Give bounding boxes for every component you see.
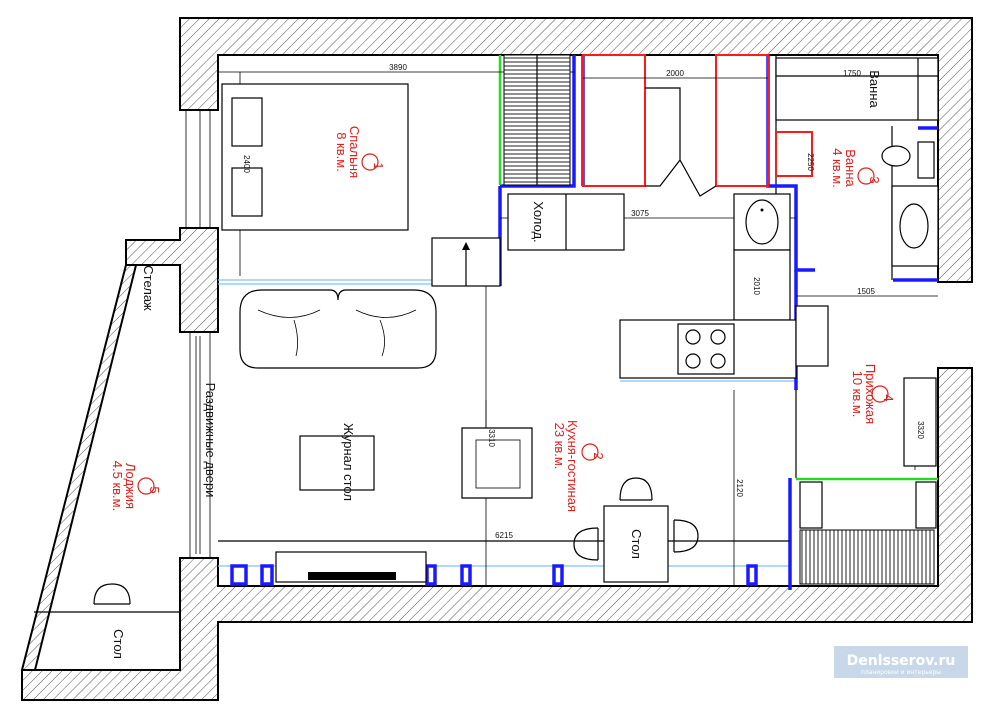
- walls: [20, 17, 973, 701]
- watermark-site: Denlsserov.ru: [847, 653, 956, 669]
- side-counter: [733, 249, 791, 321]
- loggia-name: Лоджия: [123, 463, 138, 509]
- bedroom-name: Спальня: [347, 126, 362, 178]
- dim-2000: 2000: [666, 69, 684, 78]
- hall-name: Прихожая: [863, 364, 878, 424]
- pillow-top: [231, 97, 263, 147]
- armchair: [461, 427, 533, 499]
- toilet-tank: [917, 141, 935, 179]
- dim-3075: 3075: [631, 209, 649, 218]
- coffee-table: [299, 435, 375, 491]
- bedroom-furniture: [221, 54, 571, 287]
- kitchen-area: 23 кв.м.: [552, 423, 567, 470]
- loggia-table-label: Стол: [111, 629, 126, 659]
- dimension-labels: 3890 2000 1750 3075 2400 2010 1505 3320 …: [242, 63, 925, 540]
- dim-3890: 3890: [389, 63, 407, 72]
- bath-num: 3: [867, 176, 882, 183]
- wall-loggia-diagonal: [20, 264, 138, 671]
- loggia-area: 4.5 кв.м.: [110, 461, 125, 511]
- dim-3310: 3310: [487, 429, 496, 447]
- red-cabinets: [582, 54, 813, 187]
- dim-2400: 2400: [242, 155, 251, 173]
- bathtub: [775, 57, 939, 121]
- dim-2120: 2120: [735, 479, 744, 497]
- kitchen-num: 2: [591, 452, 606, 459]
- bedroom-area: 8 кв.м.: [334, 132, 349, 172]
- hall-bench: [795, 305, 829, 367]
- hall-num: 4: [881, 394, 896, 401]
- sofa: [239, 289, 437, 369]
- kitchen-furniture: [507, 193, 829, 583]
- watermark-box: [834, 646, 968, 678]
- loggia-chair: [93, 583, 131, 605]
- sliding-doors-label: Раздвижные двери: [203, 383, 218, 498]
- bathroom-fixtures: [775, 57, 939, 585]
- watermark: Denlsserov.ru планировки и интерьеры: [834, 646, 968, 678]
- dining-chairs: [573, 477, 699, 561]
- windows: [185, 110, 211, 558]
- bathtub-label: Ванна: [867, 70, 882, 108]
- loggia-num: 5: [147, 486, 162, 493]
- hall-area: 10 кв.м.: [850, 371, 865, 418]
- hall-wardrobe: [903, 377, 937, 467]
- closet-door-line: [645, 87, 681, 160]
- dim-6215: 6215: [495, 531, 513, 540]
- kitchen-name: Кухня-гостиная: [565, 420, 580, 512]
- coffee-table-label: Журнал стол: [341, 423, 356, 501]
- bath-name: Ванна: [843, 149, 858, 187]
- dining-table: [603, 505, 669, 583]
- pillow-bottom: [231, 167, 263, 217]
- shoe-rack-right: [915, 481, 937, 529]
- watermark-tagline: планировки и интерьеры: [861, 669, 941, 676]
- shoe-rack-left: [799, 481, 823, 529]
- toilet: [881, 145, 911, 167]
- fridge-label: Холод.: [531, 201, 546, 242]
- bath-sink: [899, 203, 929, 249]
- bedroom-num: 1: [371, 162, 386, 169]
- dim-3320: 3320: [916, 421, 925, 439]
- dim-2250: 2250: [806, 153, 815, 171]
- shelf-label: Стелаж: [141, 265, 156, 311]
- closet-door: [645, 158, 717, 197]
- dim-2010: 2010: [752, 277, 761, 295]
- entrance-mat: [799, 529, 935, 585]
- dim-1505: 1505: [857, 287, 875, 296]
- kitchen-table-label: Стол: [629, 529, 644, 559]
- dim-1750: 1750: [843, 69, 861, 78]
- wall-left-upper: [125, 227, 219, 333]
- loggia: [34, 583, 180, 613]
- furniture-labels: Стелаж Раздвижные двери Журнал стол Холо…: [111, 70, 882, 659]
- wall-top: [179, 17, 973, 283]
- room-labels: 1 Спальня 8 кв.м. 2 Кухня-гостиная 23 кв…: [110, 126, 896, 512]
- kitchen-sink: [745, 199, 779, 245]
- tv: [308, 572, 396, 580]
- living-furniture: [239, 289, 533, 583]
- stove: [677, 323, 735, 375]
- green-doors: [498, 55, 938, 481]
- bath-area: 4 кв.м.: [830, 148, 845, 188]
